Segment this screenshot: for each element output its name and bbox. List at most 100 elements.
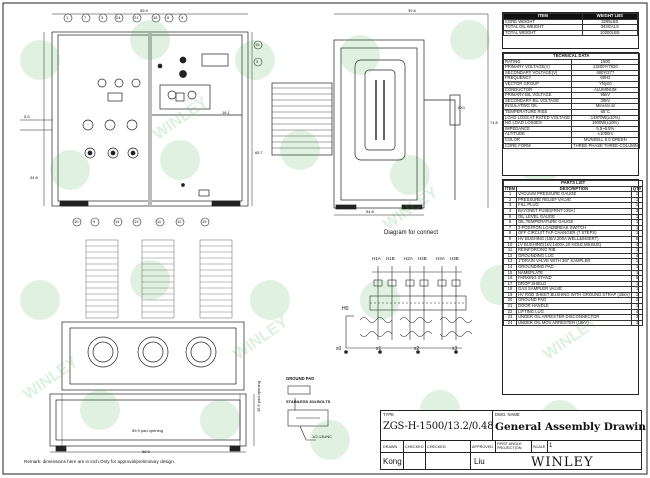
parts-cell: 14 xyxy=(502,263,518,271)
dim-left-height: 34.8 xyxy=(30,175,38,180)
balloon-number: 8 xyxy=(167,15,170,20)
technical-cell: 1900W(±10%) xyxy=(571,120,640,127)
parts-cell: 24 xyxy=(502,319,518,327)
parts-cell: 13 xyxy=(502,258,518,265)
technical-cell: SECONDARY BIL VOLTAGE xyxy=(502,97,573,105)
technical-cell: NO LOAD LOSSES xyxy=(502,120,573,127)
technical-cell: 60Hz xyxy=(571,75,640,82)
parts-cell: 1 xyxy=(630,269,644,277)
balloon-number: 15 xyxy=(255,42,260,47)
diagram-title: Diagram for connect xyxy=(384,230,439,236)
scale-label: SCALE xyxy=(533,445,546,449)
hv-terminal: H1B xyxy=(386,256,395,261)
technical-cell: TEMPERATURE RISE xyxy=(502,108,573,116)
parts-cell: 3 xyxy=(630,314,644,321)
lv-terminal: x2 xyxy=(414,346,420,352)
parts-cell: 1"DRAIN VALVE WITH 3/8" SAMPLER xyxy=(516,258,632,265)
parts-cell: GROUNDING LUG xyxy=(516,252,632,260)
parts-cell: NAMEPLATE xyxy=(516,269,632,277)
technical-cell: 30kV xyxy=(571,97,640,105)
type-value: ZGS-H-1500/13.2/0.48 xyxy=(383,421,494,432)
dim-side-right: 74.8 xyxy=(490,120,498,125)
dim-label-16: 16.1 xyxy=(222,110,230,115)
parts-cell: 8 xyxy=(630,275,644,282)
technical-cell: PRIMARY BIL VOLTAGE xyxy=(502,92,573,99)
weights-cell: 3285LBS xyxy=(581,18,639,26)
technical-cell: CONDUCTOR xyxy=(502,86,573,94)
balloon-numbers-top: 1 7 3 24 21 18 8 9 15 3 xyxy=(0,0,650,70)
watermark-logos xyxy=(20,20,630,460)
parts-cell: 4 xyxy=(630,308,644,316)
parts-cell: 1 xyxy=(630,291,644,299)
balloon-numbers-bottom: 10 9 14 13 11 12 19 xyxy=(0,215,250,229)
technical-cell: Mineral oil xyxy=(571,103,640,110)
title-block: TYPE ZGS-H-1500/13.2/0.48 DWG. NAME Gene… xyxy=(380,410,646,470)
weights-cell: 10200LBS xyxy=(581,29,639,37)
brand-name: WINLEY xyxy=(531,455,594,470)
parts-cell: 17 xyxy=(502,280,518,288)
parts-cell: 1 xyxy=(630,263,644,271)
parts-header: ITEM xyxy=(502,185,518,193)
parts-cell: GAS SAMPLER VALVE xyxy=(516,286,632,293)
front-view xyxy=(20,13,253,207)
parts-cell: GROUNDING PAD xyxy=(516,263,632,271)
dwg-label: DWG. NAME xyxy=(495,412,520,417)
balloons-bottom xyxy=(72,217,210,227)
balloon-number: 3 xyxy=(101,15,104,20)
technical-cell: FREQUENCY xyxy=(502,75,573,82)
side-view xyxy=(271,13,489,216)
parts-cell: GROUND PAD xyxy=(516,297,632,305)
technical-cell: ALUMINUM xyxy=(571,86,640,94)
lv-terminal: x3 xyxy=(452,346,458,352)
balloon-number: 7 xyxy=(84,15,87,20)
approved-name: Liu xyxy=(474,457,485,466)
technical-cell: THREE-PHASE THREE-COLUMN xyxy=(571,142,640,150)
balloon-number: 24 xyxy=(116,15,121,20)
parts-cell: 18 xyxy=(502,286,518,293)
technical-cell: INSULATING OIL xyxy=(502,103,573,110)
h0-label: H0 xyxy=(342,306,349,312)
parts-cell: 2 xyxy=(630,297,644,305)
parts-cell: 3 xyxy=(630,319,644,327)
balloon-number: 3 xyxy=(256,59,259,64)
parts-cell: 23 xyxy=(502,314,518,321)
balloon-number: 9 xyxy=(181,15,184,20)
ground-pad-detail xyxy=(287,385,329,441)
balloon-number: 10 xyxy=(74,219,79,224)
weights-cell: 343GALS xyxy=(581,24,639,31)
parts-cell: DROP SHIELD xyxy=(516,280,632,288)
balloon-number: 19 xyxy=(202,219,207,224)
parts-cell: 21 xyxy=(502,303,518,310)
parts-cell: 1 xyxy=(630,303,644,310)
dim-label-54: 54.8 xyxy=(366,209,374,214)
balloons-top xyxy=(63,13,263,67)
balloon-number: 9 xyxy=(93,219,96,224)
parts-header: QTY xyxy=(630,185,644,193)
type-label: TYPE xyxy=(383,412,394,417)
technical-cell: PRIMARY VOLTAGE(V) xyxy=(502,64,573,71)
parts-cell: 20 xyxy=(502,297,518,305)
dim-label-5: 5.5 xyxy=(24,114,30,119)
hv-terminal-labels: H1A H1B H2A H2B H3A H3B xyxy=(370,256,470,264)
parts-cell: 22 xyxy=(502,308,518,316)
ground-pad-label: GROUND PAD xyxy=(286,376,315,381)
parts-cell: LIFTING LUG xyxy=(516,308,632,316)
weights-cell: TOTAL WEIGHT xyxy=(503,29,583,37)
technical-cell: 14870W(±10%) xyxy=(571,114,640,122)
balloon-number: 13 xyxy=(134,219,139,224)
parts-cell: 15 xyxy=(502,269,518,277)
parts-cell: 4 xyxy=(630,252,644,260)
dim-width-bottom: 56.9 xyxy=(142,449,150,454)
technical-cell: 480Y/277 xyxy=(571,69,640,77)
technical-cell: CORE FORM xyxy=(502,142,573,150)
lv-terminal: x1 xyxy=(376,346,382,352)
projection-label: FIRST ANGLE PROJECTION xyxy=(497,442,522,451)
dim-top-right: 39.8 xyxy=(408,8,416,13)
technical-cell: 65°C xyxy=(571,108,640,116)
parts-cell: 1 xyxy=(630,286,644,293)
hv-terminal: H1A xyxy=(372,256,381,261)
